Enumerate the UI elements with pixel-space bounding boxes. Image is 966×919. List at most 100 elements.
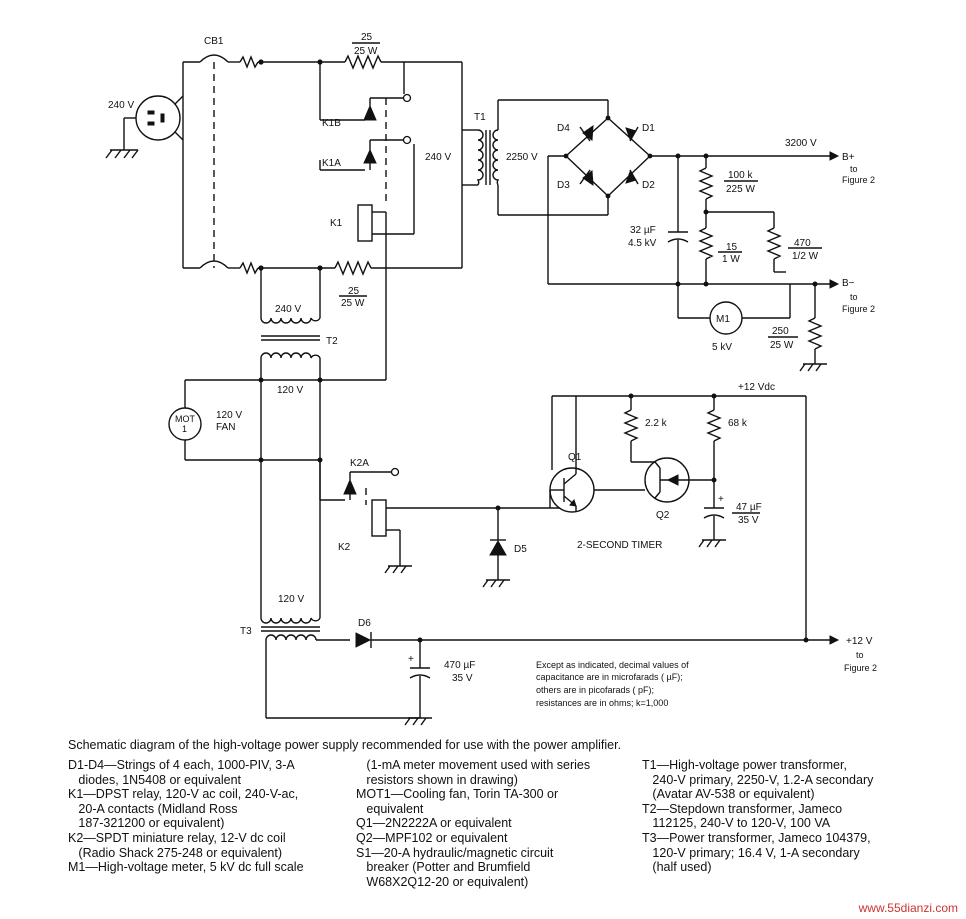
- figure-caption: Schematic diagram of the high-voltage po…: [68, 738, 622, 752]
- d4-label: D4: [557, 123, 570, 134]
- r100k-value: 100 k: [728, 170, 753, 181]
- resistor-100k: [698, 167, 714, 200]
- resistor-250: [807, 317, 823, 350]
- r250-watt: 25 W: [770, 340, 794, 351]
- parts-line: diodes, 1N5408 or equivalent: [68, 772, 242, 787]
- t2-label: T2: [326, 336, 338, 347]
- transformer-t3: [260, 617, 321, 641]
- resistor-top-value: 25: [361, 32, 373, 43]
- k2a-label: K2A: [350, 458, 369, 469]
- t3-label: T3: [240, 626, 252, 637]
- parts-line: 112125, 240-V to 120-V, 100 VA: [642, 816, 831, 831]
- parts-line: S1—20-A hydraulic/magnetic circuit: [356, 845, 554, 860]
- transformer-t1: [476, 129, 500, 186]
- r470-value: 470: [794, 238, 811, 249]
- r470-watt: 1/2 W: [792, 251, 819, 262]
- capacitor-470uf: [409, 667, 431, 679]
- watermark-text: www.55dianzi.com: [858, 901, 958, 915]
- cap470-plus: +: [408, 654, 414, 665]
- t3-primary-voltage: 120 V: [278, 594, 304, 605]
- bminus-label: B−: [842, 278, 855, 289]
- breaker-cb1: [182, 54, 259, 275]
- d5-label: D5: [514, 544, 527, 555]
- k1a-label: K1A: [322, 158, 341, 169]
- cap32-value: 32 µF: [630, 225, 656, 236]
- relay-k1-coil: [357, 144, 415, 380]
- r250-value: 250: [772, 326, 789, 337]
- cap32-voltage: 4.5 kV: [628, 238, 657, 249]
- d6-label: D6: [358, 618, 371, 629]
- d1-label: D1: [642, 123, 655, 134]
- parts-line: 187-321200 or equivalent): [68, 816, 225, 831]
- fan-voltage: 120 V: [216, 410, 242, 421]
- resistor-bottom-value: 25: [348, 286, 360, 297]
- mot-label: MOT: [175, 414, 195, 424]
- schematic-diagram: 240 V CB1 25 25 W 25 25 W: [105, 32, 877, 726]
- bminus-to: to: [850, 292, 858, 302]
- m1-range: 5 kV: [712, 342, 732, 353]
- capacitor-47uf: [703, 507, 725, 519]
- diode-d6: [355, 632, 372, 648]
- cap470-voltage: 35 V: [452, 673, 473, 684]
- parts-line: (half used): [642, 860, 712, 875]
- relay-k1-contacts: [319, 62, 412, 205]
- parts-line: 120-V primary; 16.4 V, 1-A secondary: [642, 845, 860, 860]
- m1-label: M1: [716, 314, 730, 325]
- note-line-1: Except as indicated, decimal values of: [536, 660, 689, 670]
- capacitor-32uf: [667, 231, 689, 243]
- parts-list-col-3: T1—High-voltage power transformer, 240-V…: [642, 758, 873, 875]
- bminus-figure: Figure 2: [842, 304, 875, 314]
- r68k-label: 68 k: [728, 418, 748, 429]
- parts-line: equivalent: [356, 801, 424, 816]
- resistor-25-top: [344, 54, 382, 70]
- cap47-value: 47 µF: [736, 502, 762, 513]
- t1-label: T1: [474, 112, 486, 123]
- timer-label: 2-SECOND TIMER: [577, 540, 662, 551]
- parts-line: (1-mA meter movement used with series: [356, 758, 591, 772]
- d3-label: D3: [557, 180, 570, 191]
- parts-line: 20-A contacts (Midland Ross: [68, 801, 238, 816]
- transistor-q1: [549, 467, 595, 513]
- parts-line: (Radio Shack 275-248 or equivalent): [68, 845, 283, 860]
- k1-label: K1: [330, 218, 343, 229]
- r15-watt: 1 W: [722, 254, 740, 265]
- transistor-q2: [644, 457, 714, 503]
- t1-primary-voltage: 240 V: [425, 152, 451, 163]
- parts-line: W68X2Q12-20 or equivalent): [356, 874, 529, 889]
- resistor-25-bottom: [334, 260, 372, 276]
- resistor-bottom-watt: 25 W: [341, 298, 365, 309]
- r22k-label: 2.2 k: [645, 418, 668, 429]
- cap47-plus: +: [718, 494, 724, 505]
- t2-secondary-voltage: 120 V: [277, 385, 303, 396]
- parts-line: Q2—MPF102 or equivalent: [356, 830, 508, 845]
- diode-bridge-d1-d4: [565, 117, 651, 197]
- parts-line: K2—SPDT miniature relay, 12-V dc coil: [68, 830, 286, 845]
- cap470-value: 470 µF: [444, 660, 475, 671]
- resistor-2-2k: [623, 409, 639, 442]
- parts-line: M1—High-voltage meter, 5 kV dc full scal…: [68, 860, 304, 875]
- v12-to: to: [856, 650, 864, 660]
- v12-output-label: +12 V: [846, 636, 873, 647]
- parts-line: K1—DPST relay, 120-V ac coil, 240-V-ac,: [68, 787, 299, 802]
- transformer-t2: [260, 317, 321, 359]
- parts-line: resistors shown in drawing): [356, 772, 518, 787]
- mot-number: 1: [182, 424, 187, 434]
- v12dc-label: +12 Vdc: [738, 382, 775, 393]
- v12-figure: Figure 2: [844, 663, 877, 673]
- parts-line: Q1—2N2222A or equivalent: [356, 816, 512, 831]
- resistor-470: [766, 227, 782, 260]
- r15-value: 15: [726, 242, 738, 253]
- parts-list-col-1: D1-D4—Strings of 4 each, 1000-PIV, 3-A d…: [68, 758, 304, 875]
- parts-line: 240-V primary, 2250-V, 1.2-A secondary: [642, 772, 874, 787]
- resistor-68k: [706, 409, 722, 442]
- t1-secondary-voltage: 2250 V: [506, 152, 538, 163]
- parts-line: (Avatar AV-538 or equivalent): [642, 787, 815, 802]
- d2-label: D2: [642, 180, 655, 191]
- diode-d5: [489, 539, 507, 556]
- parts-list-col-2: (1-mA meter movement used with series re…: [356, 758, 590, 889]
- parts-line: T3—Power transformer, Jameco 104379,: [642, 830, 871, 845]
- ac-input-voltage-label: 240 V: [108, 100, 134, 111]
- bplus-figure: Figure 2: [842, 175, 875, 185]
- parts-line: breaker (Potter and Brumfield: [356, 860, 531, 875]
- relay-k2-coil: [365, 488, 387, 537]
